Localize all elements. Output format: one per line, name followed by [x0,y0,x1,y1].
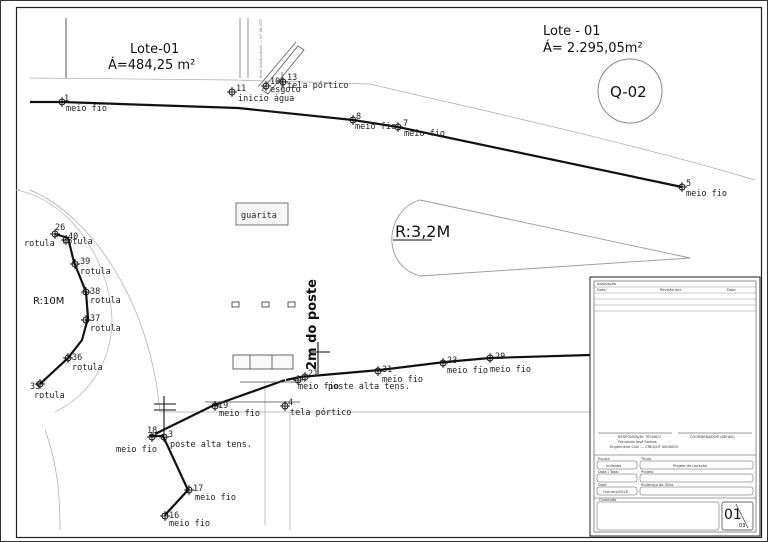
tb-header-date: Data [597,288,606,292]
point-label: rotula [90,296,121,306]
point-label: meio fio [169,519,210,529]
pipe-symbol [257,41,305,95]
lot-left-area: Á=484,25 m² [108,57,195,73]
point-label: rotula [34,391,65,401]
curb-lower [150,434,190,516]
point-label: 3 [168,430,173,440]
point-label: 29 [495,352,505,362]
inner-border [15,6,763,539]
point-label: 16 [169,511,179,521]
radius-right-label: R:3,2M [395,222,450,241]
curb-bottom [285,353,591,382]
guarita-label: guarita [241,211,277,221]
guarita-box [235,202,289,226]
left-arc [15,189,113,413]
dimension-note: 2m do poste [305,279,320,370]
tb-header-revision: Revisão por [660,288,682,292]
tb-coordinator: COORDENADOR (IDEIAS) [690,435,735,439]
point-label: meio fio [382,375,423,385]
point-label: poste alta tens. [328,382,410,392]
curb-top [30,100,683,189]
tb-field-label: Título [640,457,651,461]
point-label: rotula [80,267,111,277]
point-label: 26 [55,223,65,233]
curb-left [39,232,90,385]
lot-right-area: Á= 2.295,05m² [543,40,643,56]
tb-field-label: Data [598,483,607,487]
vertical-small-text: área institucional — m² 48,025 [258,19,263,78]
tb-sheet-number: 01 [724,507,742,523]
point-label: 39 [80,257,90,267]
point-label: rotula [90,324,121,334]
point-label: meio fio [447,366,488,376]
point-label: 38 [90,287,100,297]
point-label: 18 [147,426,157,436]
point-label: rotula [62,237,93,247]
pole-symbols [154,342,330,432]
point-label: meio fio [195,493,236,503]
point-label: 40 [68,232,78,242]
tb-field-label: Projeto [641,470,654,474]
point-label: 36 [72,353,82,363]
tb-header-date2: Data [727,288,736,292]
tb-field-value: Outubro/2020 [603,490,629,494]
point-label: 17 [193,484,203,494]
point-label: meio fio [116,445,157,455]
point-label: 4 [288,398,293,408]
tb-header-approval: Aprovação [597,282,616,286]
lot-left-name: Lote-01 [130,42,179,57]
radius-left-label: R:10M [33,296,64,307]
tb-responsible-title: RESPONSÁVEL TÉCNICO [618,434,661,439]
survey-point-markers [35,77,687,521]
tb-responsible-role: Engenheiro Civil — CREA/UF 0000000 [610,445,679,449]
point-label: 19 [218,401,228,411]
small-markers [231,301,296,308]
point-label: meio fio [490,365,531,375]
gate-structure [205,354,300,403]
tb-field-label: Data / Total [598,470,618,474]
block-circle [597,58,663,124]
tb-field-value: Indicada [606,464,621,468]
point-label: meio fio [298,382,339,392]
tb-field-label: Escala [598,457,610,461]
radius-fillet [391,199,691,277]
tb-field-label: Endereço da Obra [641,483,673,487]
tb-field-value: Projeto de Locação [673,464,707,468]
point-label: 37 [90,314,100,324]
point-label: 23 [447,356,457,366]
block-label: Q-02 [610,83,647,101]
tb-sheet-total: 03 [739,523,745,529]
tb-sheet-box [721,501,754,531]
point-label: 31 [382,365,392,375]
property-lines [16,18,756,531]
point-label: 35 [30,382,40,392]
lot-right-name: Lote - 01 [543,24,601,39]
point-label: 21 [308,369,318,379]
point-label: rotula [72,363,103,373]
point-label: meio fio [219,409,260,419]
point-label: tela pórtico [290,407,351,418]
point-label: rotula [24,239,55,249]
tb-field-label: Conteúdo [599,498,616,502]
title-block: Aprovação Data Revisão por Data RESPONSÁ… [589,276,761,537]
tb-responsible-name: Fernando José Santos [618,440,657,444]
point-label: poste alta tens. [170,440,252,450]
